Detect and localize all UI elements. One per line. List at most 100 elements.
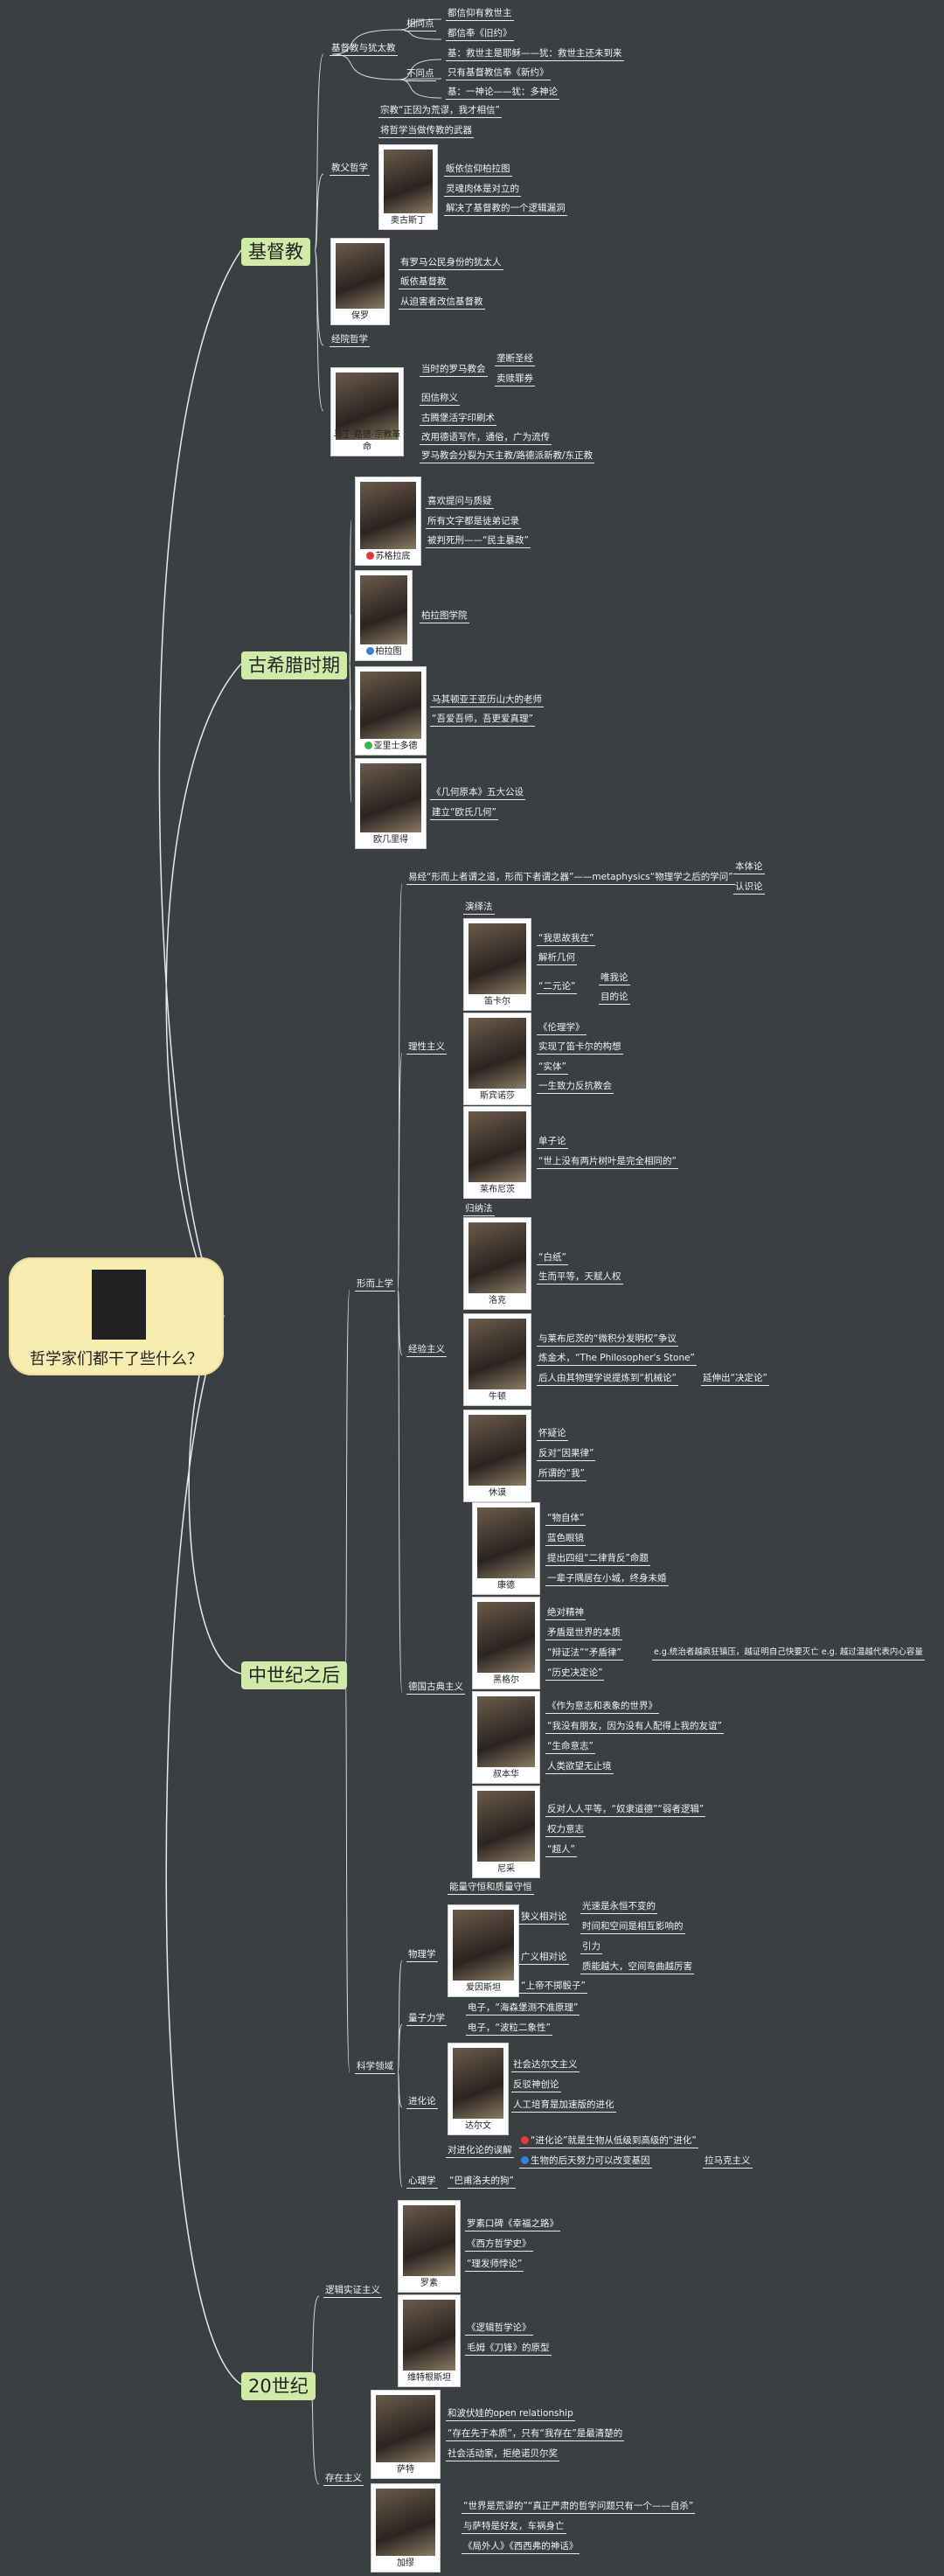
node[interactable]: 《局外人》《西西弗的神话》 <box>462 2541 580 2554</box>
node[interactable]: 生物的后天努力可以改变基因 <box>519 2155 652 2169</box>
node[interactable]: 怀疑论 <box>537 1428 568 1441</box>
node[interactable]: 存在主义 <box>323 2473 364 2486</box>
node[interactable]: “我思故我在” <box>537 933 596 946</box>
node[interactable]: 心理学 <box>406 2176 438 2189</box>
node[interactable]: 演绎法 <box>463 902 495 915</box>
node[interactable]: 当时的罗马教会 <box>420 364 488 377</box>
node[interactable]: “超人” <box>545 1844 577 1857</box>
node[interactable]: 都信仰有救世主 <box>446 8 514 21</box>
node[interactable]: 古腾堡活字印刷术 <box>420 413 496 426</box>
branch-greece[interactable]: 古希腊时期 <box>241 651 347 679</box>
node[interactable]: 归纳法 <box>463 1203 495 1216</box>
node[interactable]: 与莱布尼茨的“微积分发明权”争议 <box>537 1333 678 1347</box>
node[interactable]: 马其顿亚王亚历山大的老师 <box>430 694 544 707</box>
node[interactable]: 社会活动家，拒绝诺贝尔奖 <box>446 2448 559 2461</box>
node[interactable]: “巴甫洛夫的狗” <box>448 2176 516 2189</box>
node[interactable]: 进化论 <box>406 2096 438 2109</box>
node[interactable]: 垄断圣经 <box>495 353 535 366</box>
node[interactable]: 解决了基督教的一个逻辑漏洞 <box>444 203 567 216</box>
node[interactable]: 时间和空间是相互影响的 <box>580 1921 685 1934</box>
root-topic[interactable]: 哲学家们都干了些什么？ <box>9 1257 224 1375</box>
node[interactable]: 所谓的“我” <box>537 1468 587 1481</box>
node[interactable]: “实体” <box>537 1062 568 1075</box>
node[interactable]: 《西方哲学史》 <box>465 2238 533 2252</box>
node[interactable]: 灵魂肉体是对立的 <box>444 184 521 197</box>
node[interactable]: 电子，“波粒二象性” <box>466 2023 552 2036</box>
node[interactable]: 教父哲学 <box>330 163 370 176</box>
node[interactable]: 反驳神创论 <box>511 2079 561 2092</box>
node[interactable]: “世界是荒谬的”“真正严肃的哲学问题只有一个——自杀” <box>462 2501 696 2514</box>
node[interactable]: 罗素口碑《幸福之路》 <box>465 2218 560 2231</box>
node[interactable]: 反对人人平等，“奴隶道德”“弱者逻辑” <box>545 1804 706 1817</box>
node[interactable]: 相同点 <box>405 18 436 31</box>
node[interactable]: 一辈子隅居在小城，终身未婚 <box>545 1573 669 1586</box>
node[interactable]: 被判死刑——“民主暴政” <box>426 535 531 548</box>
branch-20th-century[interactable]: 20世纪 <box>241 2372 316 2400</box>
node[interactable]: “物自体” <box>545 1513 587 1526</box>
node[interactable]: 实现了笛卡尔的构想 <box>537 1041 623 1055</box>
node[interactable]: 宗教“正因为荒谬，我才相信” <box>378 105 502 118</box>
node[interactable]: 矛盾是世界的本质 <box>545 1627 622 1640</box>
node[interactable]: 炼金术，“The Philosopher's Stone” <box>537 1353 697 1366</box>
node[interactable]: 皈依信仰柏拉图 <box>444 164 512 177</box>
node[interactable]: 延伸出“决定论” <box>701 1373 769 1386</box>
node[interactable]: 都信奉《旧约》 <box>446 28 514 41</box>
node[interactable]: 所有文字都是徒弟记录 <box>426 516 521 529</box>
node[interactable]: 形而上学 <box>355 1278 395 1291</box>
node[interactable]: 与萨特是好友，车祸身亡 <box>462 2521 566 2534</box>
node[interactable]: “生命意志” <box>545 1741 595 1754</box>
node[interactable]: 科学领域 <box>355 2061 395 2074</box>
node[interactable]: 唯我论 <box>599 972 630 985</box>
node[interactable]: 《作为意志和表象的世界》 <box>545 1701 659 1714</box>
node[interactable]: “上帝不掷骰子” <box>519 1981 587 1994</box>
node[interactable]: 和波伏娃的open relationship <box>446 2408 575 2421</box>
node[interactable]: 社会达尔文主义 <box>511 2059 580 2072</box>
node[interactable]: 只有基督教信奉《新约》 <box>446 67 551 80</box>
node[interactable]: 单子论 <box>537 1136 568 1149</box>
node[interactable]: 质能越大，空间弯曲越厉害 <box>580 1961 694 1974</box>
node[interactable]: 经院哲学 <box>330 334 370 347</box>
node[interactable]: “进化论”就是生物从低级到高级的“进化” <box>519 2134 698 2148</box>
node[interactable]: 易经“形而上者谓之道，形而下者谓之器”——metaphysics“物理学之后的学… <box>406 872 735 885</box>
node[interactable]: 人类欲望无止境 <box>545 1761 614 1774</box>
node[interactable]: “二元论” <box>537 981 578 994</box>
node[interactable]: 人工培育是加速版的进化 <box>511 2099 616 2113</box>
branch-christianity[interactable]: 基督教 <box>241 238 310 266</box>
node[interactable]: 拉马克主义 <box>703 2155 753 2169</box>
node[interactable]: 改用德语写作，通俗，广为流传 <box>420 432 552 445</box>
node[interactable]: 广义相对论 <box>519 1952 569 1965</box>
branch-after-medieval[interactable]: 中世纪之后 <box>241 1661 347 1689</box>
node[interactable]: 权力意志 <box>545 1824 586 1837</box>
node[interactable]: 光速是永恒不变的 <box>580 1901 657 1914</box>
node[interactable]: 不同点 <box>405 68 436 81</box>
node[interactable]: e.g.统治者越疯狂镇压，越证明自己快要灭亡 e.g. 越过温越代表内心容量 <box>652 1647 925 1660</box>
node[interactable]: 反对“因果律” <box>537 1448 596 1461</box>
node[interactable]: 毛姆《刀锋》的原型 <box>465 2343 552 2356</box>
node[interactable]: “世上没有两片树叶是完全相同的” <box>537 1156 678 1169</box>
node[interactable]: 罗马教会分裂为天主教/路德派新教/东正教 <box>420 450 595 463</box>
node[interactable]: “辩证法”“矛盾律” <box>545 1647 623 1660</box>
node[interactable]: 蓝色眼镜 <box>545 1533 586 1546</box>
node[interactable]: “我没有朋友，因为没有人配得上我的友谊” <box>545 1721 724 1734</box>
node[interactable]: “存在先于本质”，只有“我存在”是最清楚的 <box>446 2428 625 2441</box>
node[interactable]: 有罗马公民身份的犹太人 <box>399 257 503 270</box>
node[interactable]: 基：救世主是耶稣——犹：救世主还未到来 <box>446 48 624 61</box>
node[interactable]: 从迫害者改信基督教 <box>399 296 485 310</box>
node[interactable]: 后人由其物理学说提炼到“机械论” <box>537 1373 678 1386</box>
node[interactable]: 《逻辑哲学论》 <box>465 2322 533 2336</box>
node[interactable]: 认识论 <box>733 881 765 895</box>
node[interactable]: 物理学 <box>406 1949 438 1962</box>
node[interactable]: 能量守恒和质量守恒 <box>448 1882 534 1895</box>
node[interactable]: 逻辑实证主义 <box>323 2285 382 2298</box>
node[interactable]: 皈依基督教 <box>399 276 448 289</box>
node[interactable]: 目的论 <box>599 992 630 1005</box>
node[interactable]: 经验主义 <box>406 1344 447 1357</box>
node[interactable]: 将哲学当做传教的武器 <box>378 125 474 138</box>
node[interactable]: 基：一神论——犹：多神论 <box>446 87 559 100</box>
node[interactable]: “理发师悖论” <box>465 2259 524 2272</box>
node[interactable]: “历史决定论” <box>545 1667 605 1681</box>
node[interactable]: 德国古典主义 <box>406 1681 465 1695</box>
node[interactable]: 狭义相对论 <box>519 1911 569 1925</box>
node[interactable]: 解析几何 <box>537 952 577 965</box>
node[interactable]: 本体论 <box>733 861 765 874</box>
